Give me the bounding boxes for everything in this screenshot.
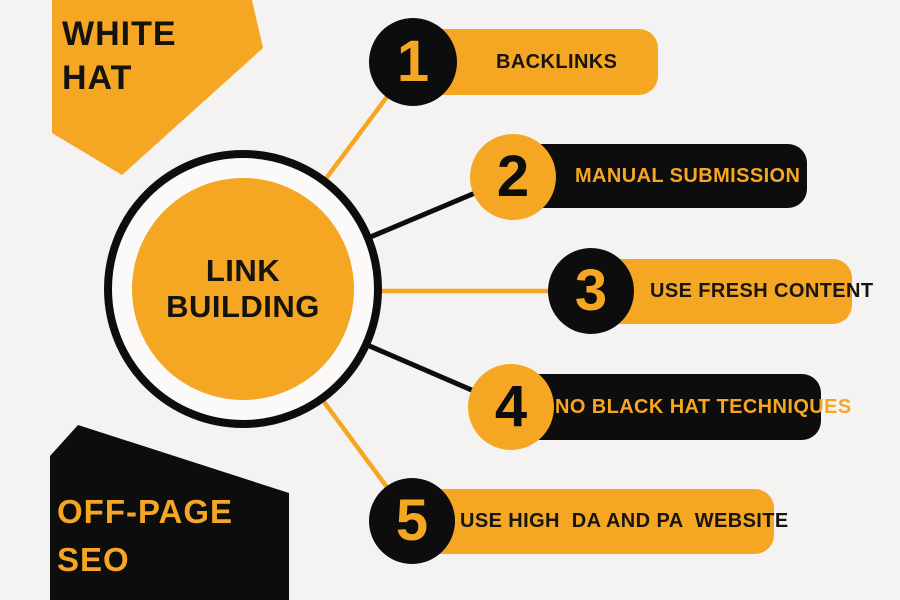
- step-2-pill: MANUAL SUBMISSION: [505, 144, 807, 208]
- step-1-number: 1: [396, 29, 430, 94]
- step-4-label: NO BLACK HAT TECHNIQUES: [555, 395, 852, 418]
- center-title: LINK BUILDING: [166, 253, 320, 324]
- step-1-badge: 1: [369, 18, 457, 106]
- step-2-badge: 2: [470, 134, 556, 220]
- step-5-badge: 5: [369, 478, 455, 564]
- center-circle: LINK BUILDING: [132, 178, 354, 400]
- off-page-seo-shape: [50, 425, 289, 600]
- step-1-label: BACKLINKS: [496, 50, 618, 73]
- step-3-label: USE FRESH CONTENT: [650, 280, 874, 302]
- step-5-label: USE HIGH DA AND PA WEBSITE: [460, 510, 789, 532]
- step-5-pill: USE HIGH DA AND PA WEBSITE: [400, 489, 788, 554]
- white-hat-shape: [52, 0, 263, 175]
- off-page-seo-label: OFF-PAGE SEO: [57, 493, 234, 578]
- step-3-number: 3: [574, 258, 608, 323]
- step-2-number: 2: [496, 144, 530, 209]
- step-2-label: MANUAL SUBMISSION: [575, 164, 801, 187]
- white-hat-label: WHITE HAT: [62, 15, 177, 98]
- step-3-badge: 3: [548, 248, 634, 334]
- step-4-pill: NO BLACK HAT TECHNIQUES: [503, 374, 851, 440]
- step-4-number: 4: [494, 374, 528, 439]
- step-4-badge: 4: [468, 364, 554, 450]
- step-5-number: 5: [395, 488, 429, 553]
